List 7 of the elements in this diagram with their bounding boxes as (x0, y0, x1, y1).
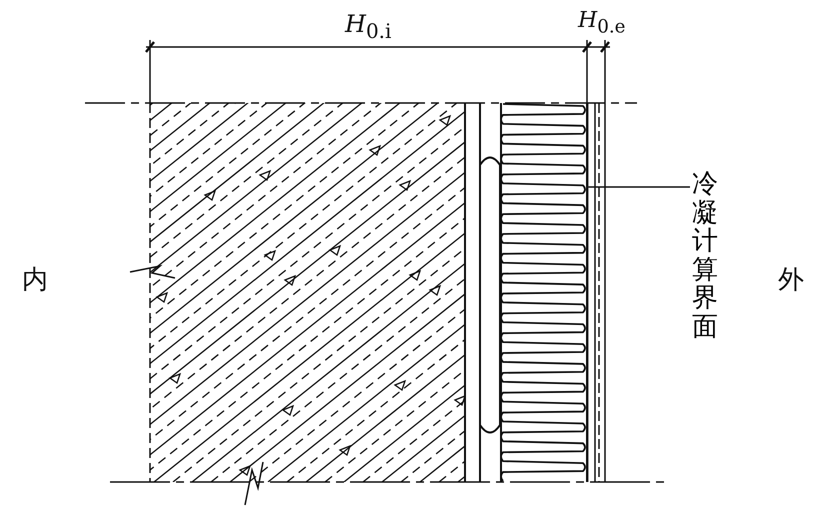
dimension-label: H$_{0.e}$ (578, 8, 626, 38)
dimension-label: H$_{0.i}$ (345, 10, 392, 43)
interface-line (586, 103, 588, 482)
callout-label: 冷凝计算界面 (692, 170, 718, 342)
leader-line (588, 186, 690, 188)
side-label: 外 (778, 264, 804, 297)
side-label: 内 (22, 264, 48, 297)
